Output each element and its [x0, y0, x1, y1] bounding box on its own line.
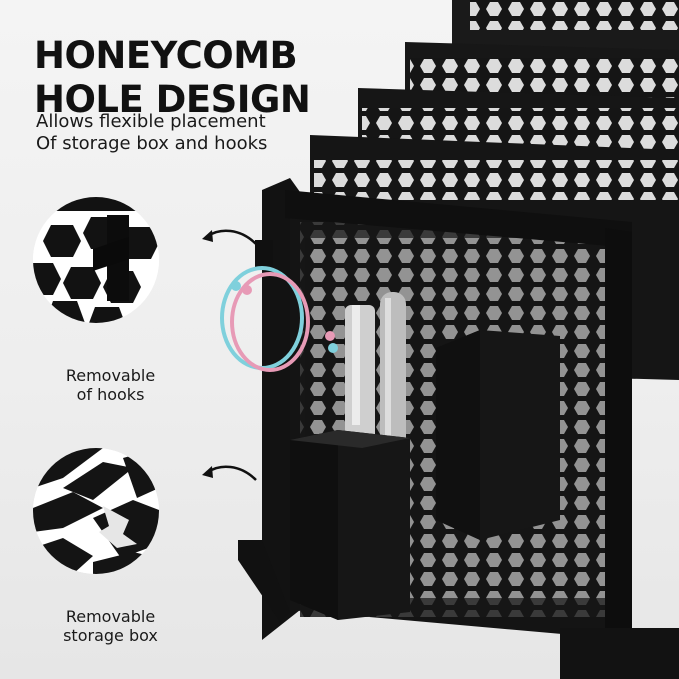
headline-line-1: HONEYCOMB	[34, 34, 298, 77]
hair-ties	[220, 266, 338, 372]
storage-box-detail-image	[33, 448, 159, 574]
subtitle: Allows flexible placement Of storage box…	[36, 111, 267, 155]
storage-box-large	[436, 330, 560, 540]
subtitle-line-1: Allows flexible placement	[36, 111, 266, 132]
headline: HONEYCOMB HOLE DESIGN	[34, 34, 311, 122]
hook-caption-line-1: Removable	[65, 366, 156, 385]
storage-box-caption: Removable storage box	[33, 607, 188, 645]
hook	[255, 240, 273, 270]
hook-caption: Removable of hooks	[33, 366, 188, 404]
storage-box-small	[290, 430, 410, 620]
storage-box-caption-line-2: storage box	[63, 626, 158, 645]
storage-box-caption-line-1: Removable	[65, 607, 156, 626]
headline-line-2: HOLE DESIGN	[34, 78, 311, 121]
pens	[345, 292, 406, 467]
arrow-left-icon	[202, 229, 257, 245]
arrow-left-icon	[202, 465, 257, 481]
hook-caption-line-2: of hooks	[76, 385, 145, 404]
hook-detail-image	[33, 197, 159, 323]
subtitle-line-2: Of storage box and hooks	[36, 133, 268, 154]
